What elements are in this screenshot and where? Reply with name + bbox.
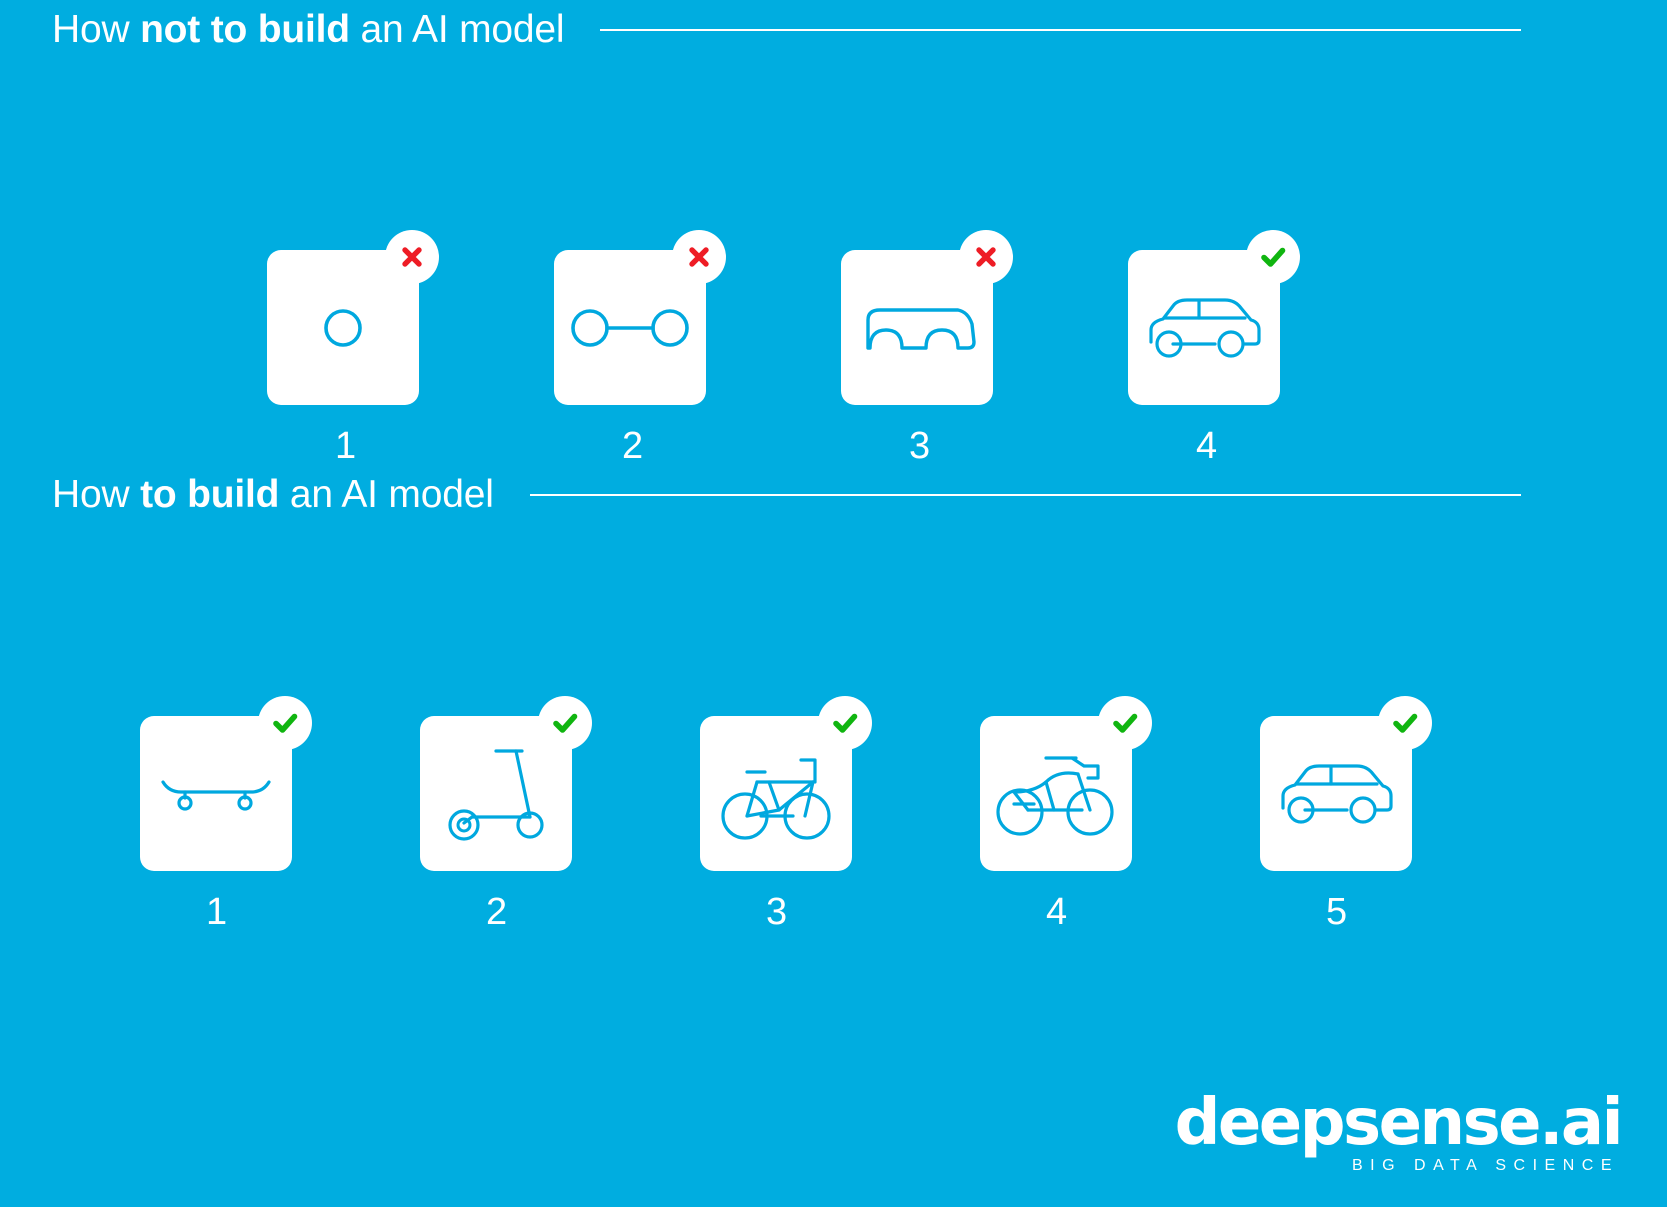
check-icon: [1261, 247, 1286, 267]
card-not-3-inner: [841, 250, 993, 405]
heading-prefix: How: [52, 473, 141, 516]
card-slot-not-2: 2: [554, 230, 841, 467]
card-label-yes-1: 1: [206, 891, 228, 933]
cross-icon: [689, 247, 709, 267]
card-strip-not: 1 2: [0, 230, 1667, 467]
logo-wordmark: deepsense.ai: [1174, 1086, 1624, 1161]
check-badge: [818, 696, 872, 750]
card-label-yes-3: 3: [766, 891, 788, 933]
section-how-to-build: How to build an AI model: [0, 465, 1667, 525]
check-icon: [273, 713, 298, 733]
motorcycle-icon: [996, 755, 1114, 836]
check-icon: [1393, 713, 1418, 733]
check-icon: [553, 713, 578, 733]
card-yes-4[interactable]: [980, 696, 1152, 871]
check-icon: [833, 713, 858, 733]
cross-badge: [672, 230, 726, 284]
check-badge: [1098, 696, 1152, 750]
card-label-not-2: 2: [622, 425, 644, 467]
wheel-icon: [324, 308, 362, 347]
card-yes-1-inner: [140, 716, 292, 871]
card-yes-2[interactable]: [420, 696, 592, 871]
card-not-1-inner: [267, 250, 419, 405]
heading-row-yes: How to build an AI model: [0, 465, 1667, 525]
card-yes-5[interactable]: [1260, 696, 1432, 871]
heading-rule-yes: [529, 494, 1521, 496]
card-not-4[interactable]: [1128, 230, 1300, 405]
section-how-not-to-build: How not to build an AI model: [0, 0, 1667, 60]
kick-scooter-icon: [448, 748, 544, 841]
card-not-1[interactable]: [267, 230, 439, 405]
check-badge: [258, 696, 312, 750]
card-yes-4-inner: [980, 716, 1132, 871]
card-slot-yes-4: 4: [980, 696, 1260, 933]
bicycle-icon: [721, 757, 831, 840]
check-icon: [1113, 713, 1138, 733]
card-row-yes: 1: [0, 696, 1667, 933]
card-label-not-4: 4: [1196, 425, 1218, 467]
car-chassis-icon: [866, 307, 976, 350]
card-slot-yes-3: 3: [700, 696, 980, 933]
section-title-yes: How to build an AI model: [52, 473, 494, 517]
card-label-yes-2: 2: [486, 891, 508, 933]
card-slot-not-3: 3: [841, 230, 1128, 467]
heading-bold: not to build: [140, 8, 350, 51]
card-slot-yes-2: 2: [420, 696, 700, 933]
heading-suffix: an AI model: [349, 8, 565, 51]
axle-two-wheels-icon: [571, 308, 689, 347]
card-not-2-inner: [554, 250, 706, 405]
cross-badge: [959, 230, 1013, 284]
card-slot-yes-1: 1: [140, 696, 420, 933]
card-label-not-1: 1: [335, 425, 357, 467]
card-slot-not-4: 4: [1128, 230, 1415, 467]
check-badge: [1246, 230, 1300, 284]
section-title-not: How not to build an AI model: [52, 8, 565, 52]
cross-icon: [976, 247, 996, 267]
card-slot-not-1: 1: [267, 230, 554, 467]
card-not-4-inner: [1128, 250, 1280, 405]
heading-suffix: an AI model: [279, 473, 494, 516]
brand-logo: deepsense.ai BIG DATA SCIENCE: [1174, 1086, 1624, 1175]
cross-badge: [385, 230, 439, 284]
check-badge: [1378, 696, 1432, 750]
heading-row-not: How not to build an AI model: [0, 0, 1667, 60]
card-label-not-3: 3: [909, 425, 931, 467]
card-yes-3-inner: [700, 716, 852, 871]
card-not-3[interactable]: [841, 230, 1013, 405]
heading-bold: to build: [140, 473, 280, 516]
heading-prefix: How: [52, 8, 141, 51]
card-not-2[interactable]: [554, 230, 726, 405]
car-icon: [1281, 763, 1393, 824]
card-row-not: 1 2: [0, 230, 1667, 467]
car-icon: [1149, 297, 1261, 358]
card-strip-yes: 1: [0, 696, 1667, 933]
heading-rule-not: [600, 29, 1521, 31]
check-badge: [538, 696, 592, 750]
card-yes-2-inner: [420, 716, 572, 871]
card-yes-1[interactable]: [140, 696, 312, 871]
logo-tagline: BIG DATA SCIENCE: [1352, 1157, 1619, 1174]
cross-icon: [402, 247, 422, 267]
card-yes-3[interactable]: [700, 696, 872, 871]
skateboard-icon: [161, 779, 271, 811]
card-label-yes-4: 4: [1046, 891, 1068, 933]
card-label-yes-5: 5: [1326, 891, 1348, 933]
card-yes-5-inner: [1260, 716, 1412, 871]
card-slot-yes-5: 5: [1260, 696, 1540, 933]
